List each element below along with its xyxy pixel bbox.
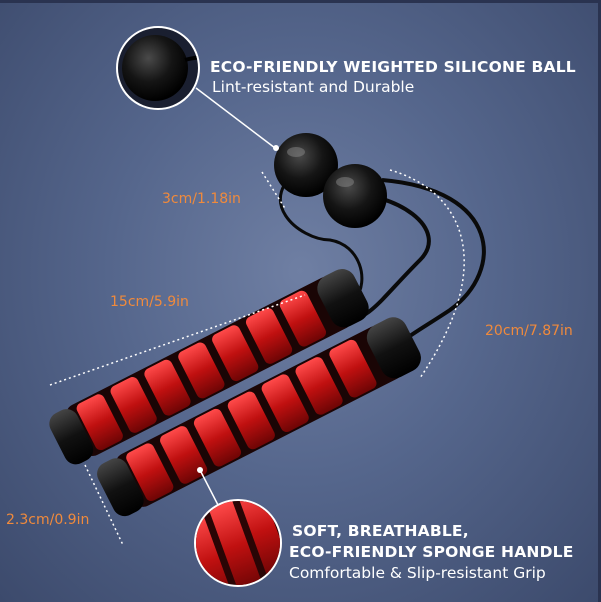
ball-size-label: 3cm/1.18in [162,191,241,207]
right-border [598,0,601,602]
weighted-ball-2 [323,164,387,228]
ball-callout-subtitle: Lint-resistant and Durable [212,78,415,96]
handle-length-label: 15cm/5.9in [110,294,189,310]
ball-callout-title: ECO-FRIENDLY WEIGHTED SILICONE BALL [210,58,576,76]
dimline-handle-length [49,294,306,386]
handle-upper [49,269,369,465]
handle-diameter-label: 2.3cm/0.9in [6,512,90,528]
handle-callout-title-line1: SOFT, BREATHABLE, [292,522,469,540]
handle-lower [97,317,421,517]
rope-length-label: 20cm/7.87in [485,323,573,339]
handle-callout-subtitle: Comfortable & Slip-resistant Grip [289,564,546,582]
callout-pointer-handle [199,469,219,506]
top-border [0,0,601,3]
callout-pointer-ball [195,87,276,149]
handle-callout-title-line2: ECO-FRIENDLY SPONGE HANDLE [289,543,574,561]
